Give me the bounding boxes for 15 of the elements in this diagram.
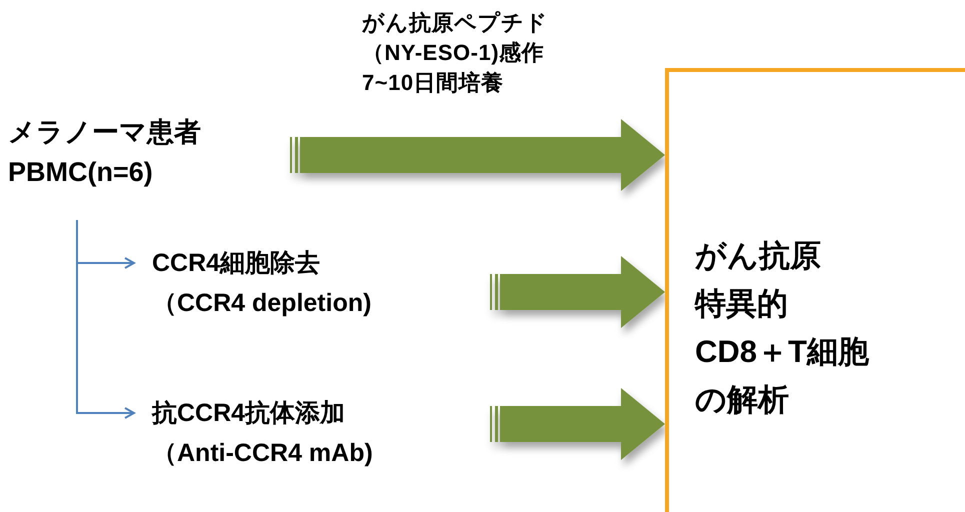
box-text: CD8＋T細胞 [695,333,869,371]
box-text: 特異的 [695,285,788,323]
step-subtitle: （CCR4 depletion) [152,288,372,319]
block-arrow [490,388,665,460]
branch-arrow [76,220,135,419]
box-text: がん抗原 [695,237,821,275]
step-subtitle: （Anti-CCR4 mAb) [152,438,373,469]
step-subtitle: PBMC(n=6) [8,156,153,189]
result-box [665,68,965,512]
step-title: CCR4細胞除去 [152,248,320,279]
step-title: 抗CCR4抗体添加 [152,398,346,429]
box-text: の解析 [695,381,789,419]
block-arrow [290,119,665,191]
block-arrow [490,256,665,328]
step-title: メラノーマ患者 [8,116,201,149]
